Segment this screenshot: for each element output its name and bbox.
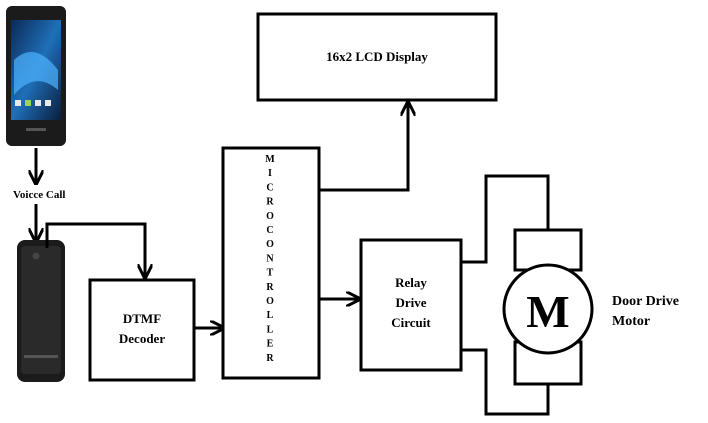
mcu-letter: C	[266, 225, 273, 236]
lcd-display-block: 16x2 LCD Display	[258, 14, 496, 100]
mcu-letter: L	[267, 310, 274, 321]
relay-drive-block: Relay Drive Circuit	[361, 240, 461, 370]
mcu-letter: T	[267, 268, 274, 279]
mcu-letter: O	[266, 239, 274, 250]
mcu-letter: R	[266, 282, 274, 293]
mcu-to-lcd-wire	[319, 104, 408, 190]
mobile-phone-icon	[17, 240, 65, 382]
mcu-letter: N	[266, 253, 274, 264]
lcd-label: 16x2 LCD Display	[326, 49, 428, 64]
relay-label-line1: Relay	[395, 275, 427, 290]
smartphone-icon	[6, 6, 66, 146]
dtmf-decoder-block: DTMF Decoder	[90, 280, 194, 380]
mcu-letter: R	[266, 353, 274, 364]
voice-call-label: Voicce Call	[13, 189, 65, 201]
motor-letter: M	[526, 286, 569, 337]
relay-label-line3: Circuit	[391, 315, 431, 330]
mcu-letter: C	[266, 182, 273, 193]
mcu-letter: I	[268, 168, 272, 179]
mcu-letter: L	[267, 324, 274, 335]
mcu-letter: O	[266, 211, 274, 222]
motor-label-line2: Motor	[612, 314, 650, 329]
motor-symbol: M	[504, 230, 592, 384]
dtmf-label-line2: Decoder	[119, 331, 165, 346]
dtmf-label-line1: DTMF	[123, 311, 161, 326]
motor-label-line1: Door Drive	[612, 294, 679, 309]
mcu-letter: M	[265, 154, 275, 165]
mcu-letter: E	[267, 339, 274, 350]
mcu-letter: O	[266, 296, 274, 307]
relay-label-line2: Drive	[395, 295, 426, 310]
mcu-letter: R	[266, 197, 274, 208]
